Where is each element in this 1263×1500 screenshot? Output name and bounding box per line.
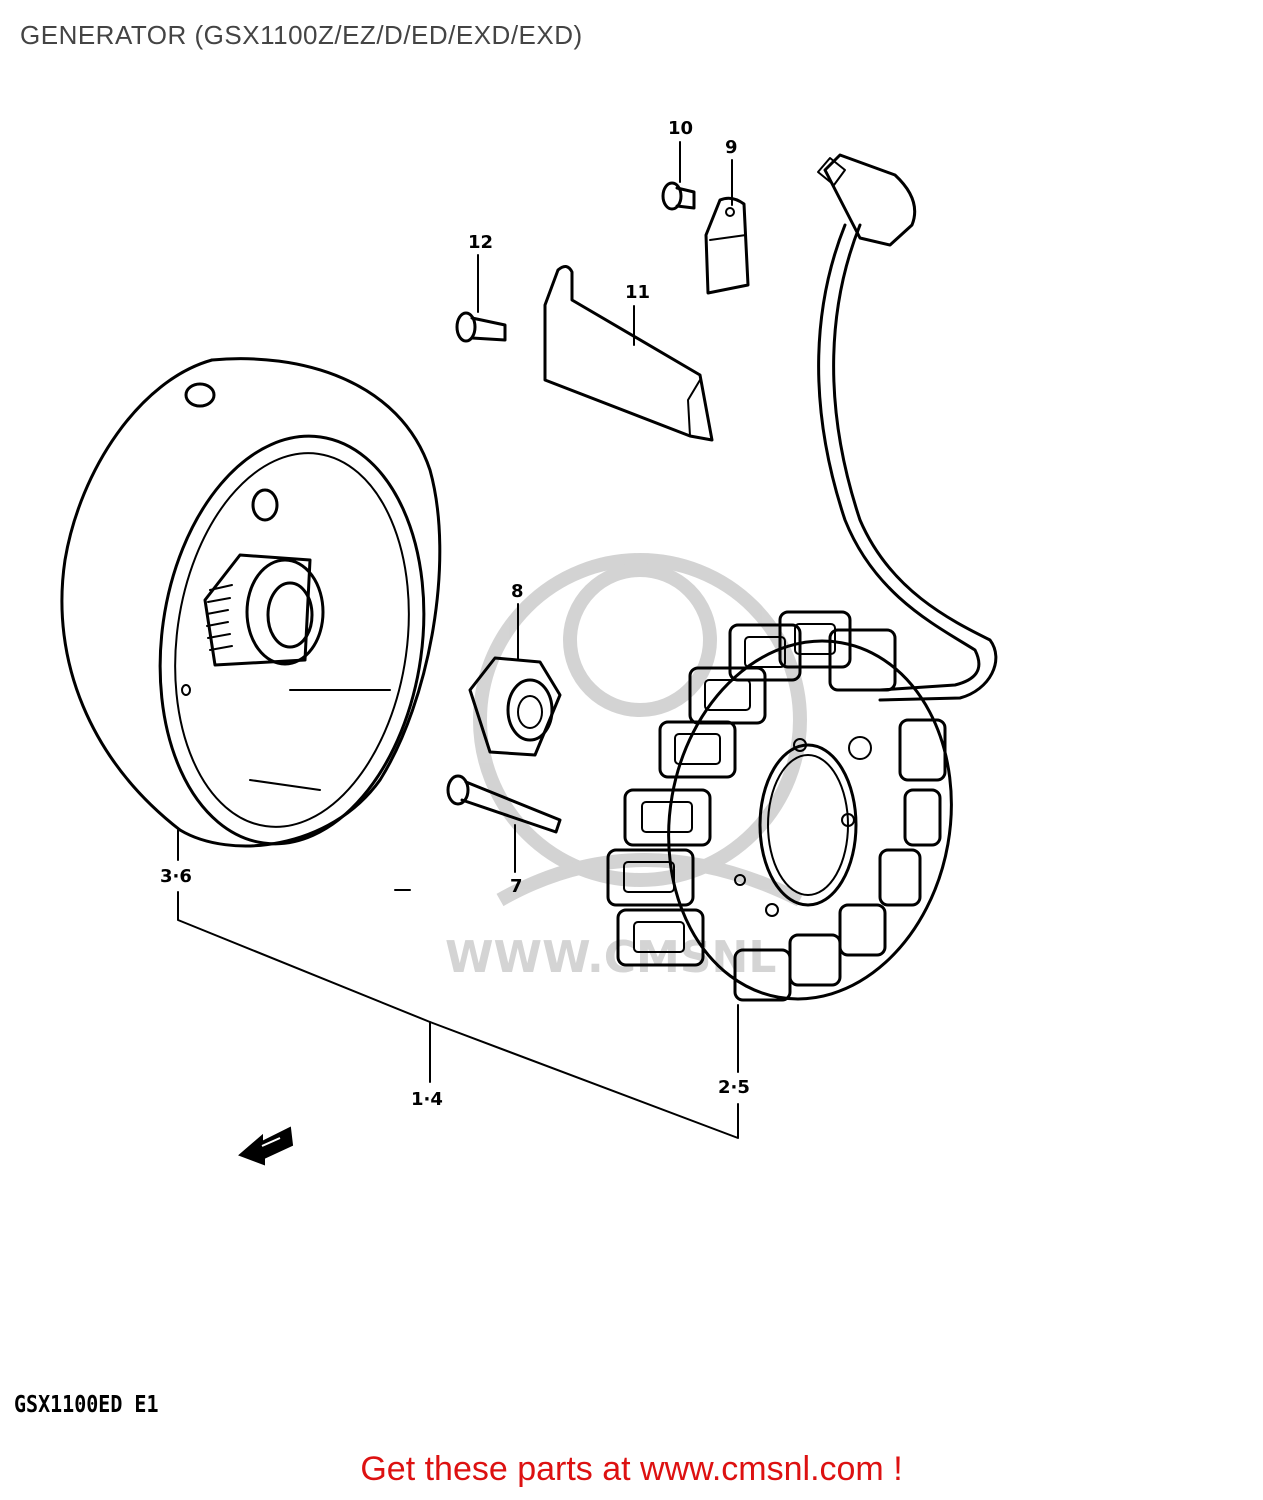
clamp-9-part <box>704 196 750 295</box>
front-arrow-icon <box>238 1126 294 1166</box>
callout-1-4: 1·4 <box>411 1089 443 1110</box>
callout-3-6: 3·6 <box>160 866 192 887</box>
model-code: GSX1100ED E1 <box>14 1390 159 1418</box>
cover-plate-11-part <box>543 265 714 442</box>
watermark-text: WWW.CMSNL <box>445 932 776 983</box>
callout-12: 12 <box>468 232 493 253</box>
callout-7: 7 <box>510 876 523 897</box>
callout-11: 11 <box>625 282 650 303</box>
screw-7-part <box>446 774 562 834</box>
screw-10-part <box>661 181 696 211</box>
callout-2-5: 2·5 <box>718 1077 750 1098</box>
nut-8-part <box>468 656 562 757</box>
cta-link[interactable]: Get these parts at www.cmsnl.com ! <box>360 1450 903 1488</box>
bolt-12-part <box>455 311 507 343</box>
lead-wire-part <box>817 153 998 702</box>
rotor-part <box>60 357 442 848</box>
callout-9: 9 <box>725 137 738 158</box>
stator-part <box>606 610 953 1002</box>
callout-8: 8 <box>511 581 524 602</box>
leader-lines <box>177 141 739 1139</box>
callout-10: 10 <box>668 118 693 139</box>
page-title: GENERATOR (GSX1100Z/EZ/D/ED/EXD/EXD) <box>20 20 583 50</box>
